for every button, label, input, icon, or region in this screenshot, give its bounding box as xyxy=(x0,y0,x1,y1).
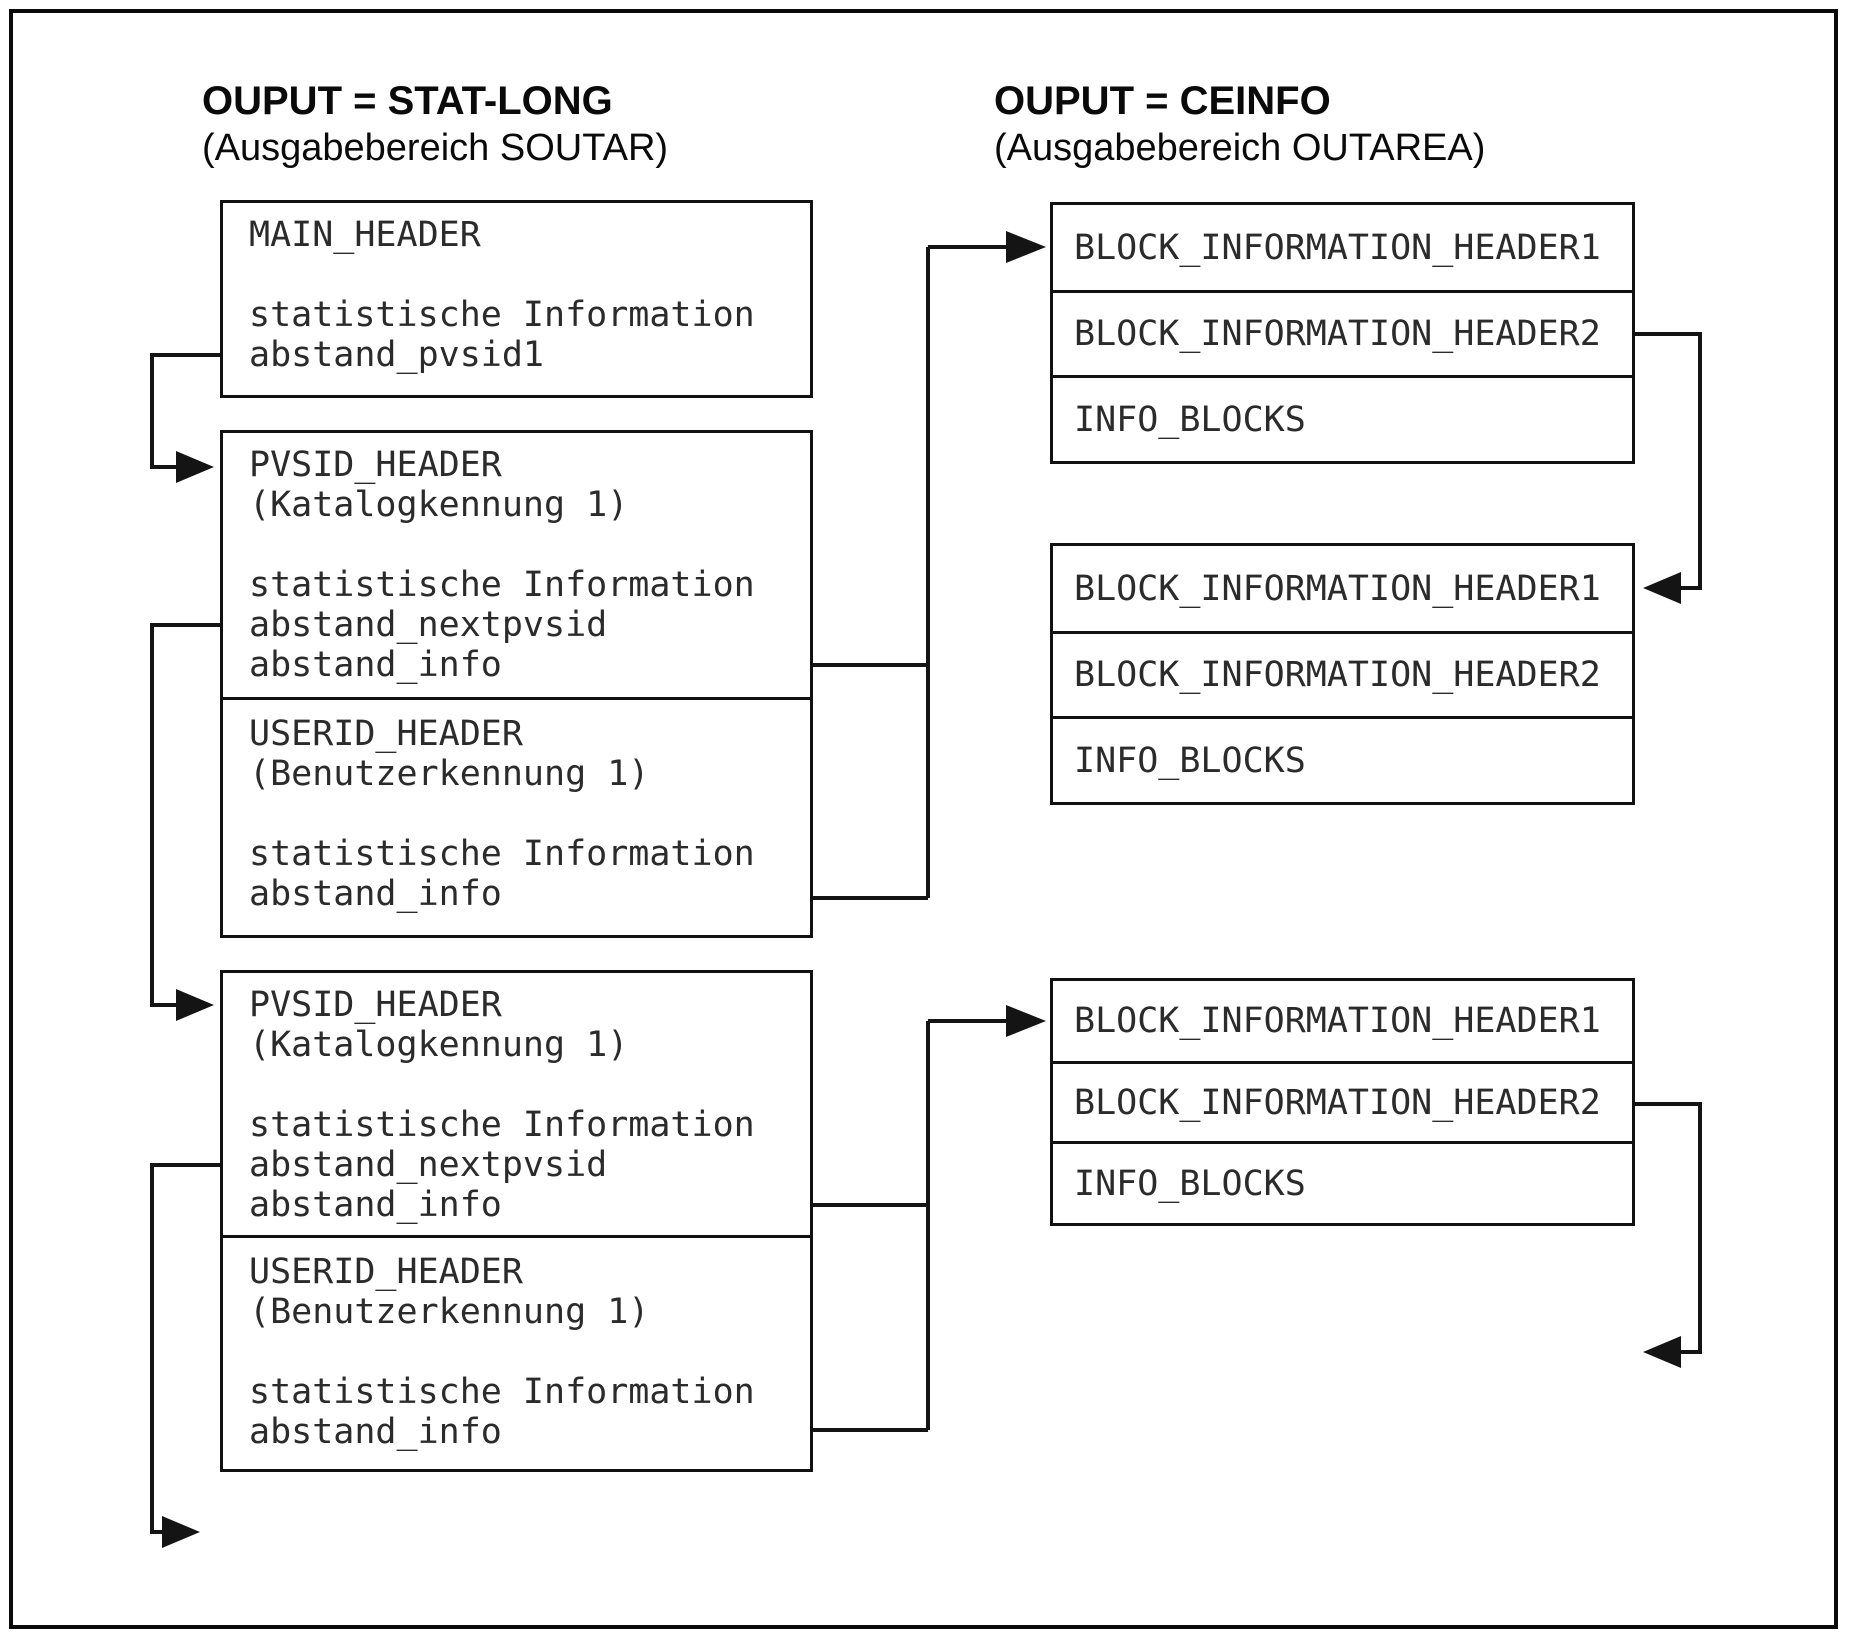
box-pvsid-header-2: PVSID_HEADER (Katalogkennung 1) statisti… xyxy=(220,970,813,1238)
left-title-text: OUPUT = STAT-LONG xyxy=(202,79,613,123)
box-userid-header-1: USERID_HEADER (Benutzerkennung 1) statis… xyxy=(220,697,813,938)
box-pvsid-header-1: PVSID_HEADER (Katalogkennung 1) statisti… xyxy=(220,430,813,700)
right-subtitle-text: (Ausgabebereich OUTAREA) xyxy=(994,127,1486,169)
group-1-header2-cell: BLOCK_INFORMATION_HEADER2 xyxy=(1053,290,1632,375)
group-2-infoblocks-cell: INFO_BLOCKS xyxy=(1053,716,1632,802)
left-subtitle-text: (Ausgabebereich SOUTAR) xyxy=(202,127,669,169)
left-column-title: OUPUT = STAT-LONG (Ausgabebereich SOUTAR… xyxy=(202,78,668,172)
outer-frame xyxy=(9,9,1838,1629)
group-1-infoblocks-cell: INFO_BLOCKS xyxy=(1053,375,1632,461)
group-2-header2-cell: BLOCK_INFORMATION_HEADER2 xyxy=(1053,631,1632,716)
group-1-header1-cell: BLOCK_INFORMATION_HEADER1 xyxy=(1053,205,1632,290)
box-pvsid-header-1-text: PVSID_HEADER (Katalogkennung 1) statisti… xyxy=(249,445,755,685)
block-info-group-3: BLOCK_INFORMATION_HEADER1 BLOCK_INFORMAT… xyxy=(1050,978,1635,1226)
block-info-group-1: BLOCK_INFORMATION_HEADER1 BLOCK_INFORMAT… xyxy=(1050,202,1635,464)
right-column-title: OUPUT = CEINFO (Ausgabebereich OUTAREA) xyxy=(994,78,1485,172)
group-3-header1-cell: BLOCK_INFORMATION_HEADER1 xyxy=(1053,981,1632,1061)
group-3-header2-cell: BLOCK_INFORMATION_HEADER2 xyxy=(1053,1061,1632,1141)
box-userid-header-2-text: USERID_HEADER (Benutzerkennung 1) statis… xyxy=(249,1252,755,1452)
box-main-header: MAIN_HEADER statistische Information abs… xyxy=(220,200,813,398)
box-userid-header-2: USERID_HEADER (Benutzerkennung 1) statis… xyxy=(220,1235,813,1472)
group-2-header1-cell: BLOCK_INFORMATION_HEADER1 xyxy=(1053,546,1632,631)
group-3-infoblocks-cell: INFO_BLOCKS xyxy=(1053,1141,1632,1223)
box-main-header-text: MAIN_HEADER statistische Information abs… xyxy=(249,215,755,375)
block-info-group-2: BLOCK_INFORMATION_HEADER1 BLOCK_INFORMAT… xyxy=(1050,543,1635,805)
box-pvsid-header-2-text: PVSID_HEADER (Katalogkennung 1) statisti… xyxy=(249,985,755,1225)
box-userid-header-1-text: USERID_HEADER (Benutzerkennung 1) statis… xyxy=(249,714,755,914)
right-title-text: OUPUT = CEINFO xyxy=(994,79,1331,123)
